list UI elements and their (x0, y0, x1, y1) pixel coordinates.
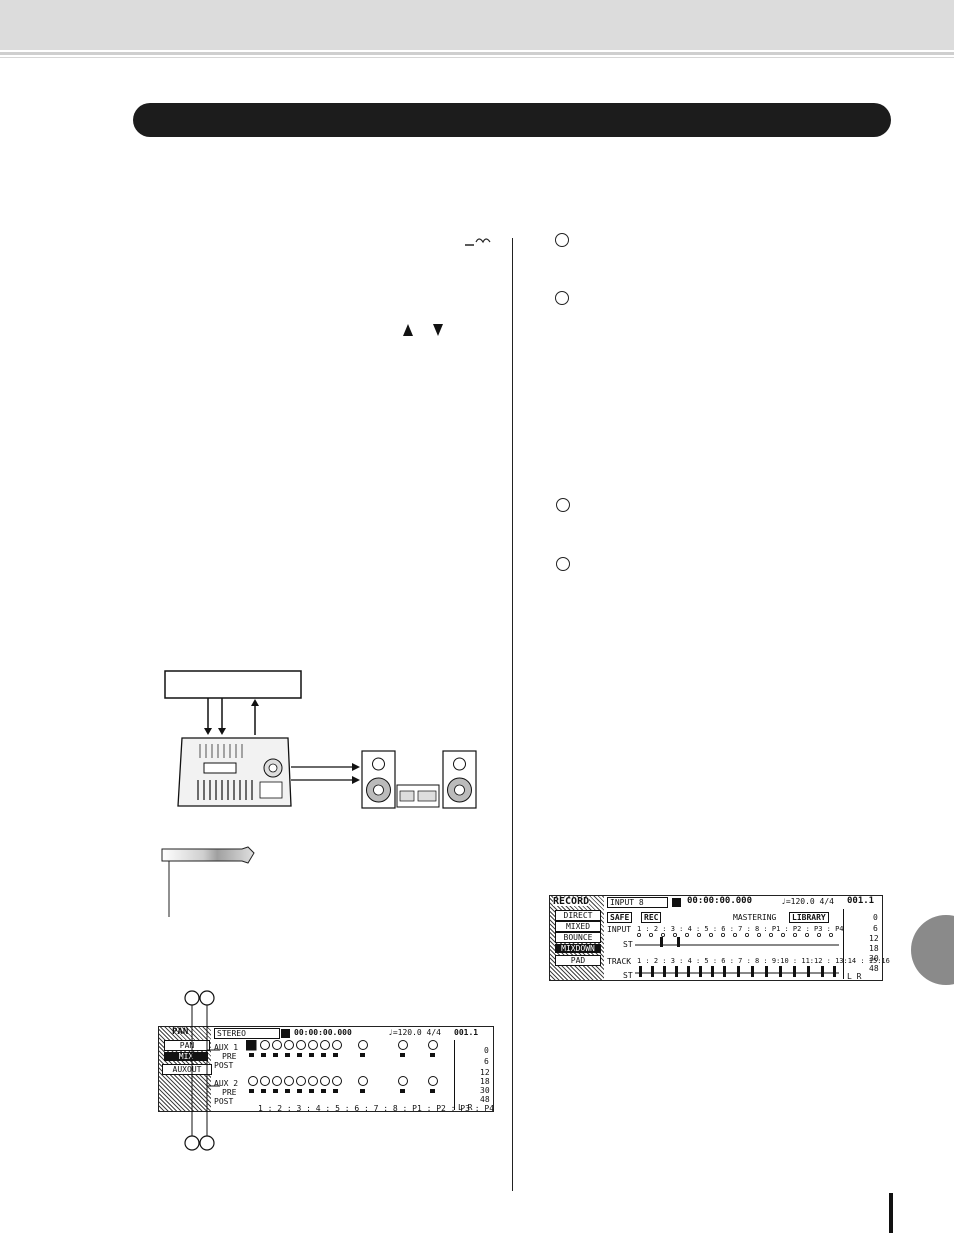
record-counter: 001.1 (847, 896, 875, 906)
record-input-st: ST (623, 940, 633, 949)
up-triangle-icon (403, 324, 413, 336)
step-circle-4 (556, 557, 570, 571)
pan-menu-pan[interactable]: PAN (164, 1040, 210, 1051)
record-screen-title: RECORD (553, 896, 590, 907)
recorder-unit (177, 737, 292, 807)
pan-aux1-pre: PRE (222, 1052, 237, 1061)
record-input-row-label: INPUT (607, 925, 632, 934)
record-tempo: ♩=120.0 4/4 (781, 897, 834, 906)
pan-aux2-post: POST (214, 1097, 234, 1106)
external-device-box (164, 670, 302, 699)
record-meter-30: 30 (869, 954, 879, 963)
pan-time: 00:00:00.000 (294, 1028, 352, 1037)
step-circle-3 (556, 498, 570, 512)
pan-meter-6: 6 (484, 1057, 489, 1066)
column-divider (512, 238, 513, 1191)
header-rule (0, 52, 954, 55)
mastering-label: MASTERING (733, 913, 777, 922)
record-track-st: ST (623, 971, 633, 980)
record-meter-48: 48 (869, 964, 879, 973)
lock-icon (281, 1029, 290, 1038)
pan-counter: 001.1 (454, 1028, 479, 1037)
pan-menu-auxout[interactable]: AUXOUT (162, 1064, 212, 1075)
record-menu-bounce[interactable]: BOUNCE (555, 932, 601, 943)
record-menu-mixed[interactable]: MIXED (555, 921, 601, 932)
pan-aux2-label: AUX 2 (214, 1079, 239, 1088)
record-menu-direct[interactable]: DIRECT (555, 910, 601, 921)
record-meter-6: 6 (873, 924, 878, 933)
pan-channel-labels: 1 : 2 : 3 : 4 : 5 : 6 : 7 : 8 : P1 : P2 … (258, 1104, 495, 1113)
section-title-bar (133, 103, 891, 137)
pan-aux2-pre: PRE (222, 1088, 237, 1097)
chapter-tab (911, 915, 954, 985)
record-menu-mixdown[interactable]: MIXDOWN (555, 944, 601, 953)
step-circle-1 (555, 233, 569, 247)
pan-knobs[interactable] (246, 1040, 446, 1106)
pan-callouts (184, 990, 220, 1151)
pan-meter-12: 12 (480, 1068, 490, 1077)
pan-meter-lr: L R (458, 1103, 473, 1112)
record-menu-pad[interactable]: PAD (555, 955, 601, 966)
record-screen: RECORD DIRECT MIXED BOUNCE MIXDOWN PAD I… (549, 895, 890, 981)
record-meter-0: 0 (873, 913, 878, 922)
speaker-right (442, 750, 477, 809)
pan-meter-0: 0 (484, 1046, 489, 1055)
record-meter-lr: L R (847, 972, 862, 981)
stereo-amplifier (396, 784, 440, 808)
down-triangle-icon (433, 324, 443, 336)
page-edge-bar (889, 1193, 893, 1233)
record-input-switches[interactable] (635, 932, 841, 950)
lock-icon (672, 898, 681, 907)
pan-meter-48: 48 (480, 1095, 490, 1104)
jog-dial-icon (465, 238, 491, 246)
safe-button[interactable]: SAFE (607, 912, 633, 923)
pan-meter-18: 18 (480, 1077, 490, 1086)
record-track-switches[interactable] (635, 965, 841, 979)
pan-aux1-label: AUX 1 (214, 1043, 239, 1052)
rec-button[interactable]: REC (641, 912, 662, 923)
pan-aux1-post: POST (214, 1061, 234, 1070)
pan-screen-title: PAN (172, 1027, 189, 1037)
library-button[interactable]: LIBRARY (789, 912, 829, 923)
record-input-channels: 1 : 2 : 3 : 4 : 5 : 6 : 7 : 8 : P1 : P2 … (637, 925, 844, 933)
record-track-row-label: TRACK (607, 957, 632, 966)
pan-meter-30: 30 (480, 1086, 490, 1095)
header-band (0, 0, 954, 50)
header-rule-thin (0, 57, 954, 58)
connection-diagram (164, 670, 477, 809)
pan-stereo-label: STEREO (214, 1028, 280, 1039)
note-scroll-icon (161, 846, 255, 917)
pan-tempo: ♩=120.0 4/4 (388, 1028, 441, 1037)
pan-menu-mix[interactable]: MIX (164, 1052, 208, 1061)
step-circle-2 (555, 291, 569, 305)
record-meter-18: 18 (869, 944, 879, 953)
record-track-channels: 1 : 2 : 3 : 4 : 5 : 6 : 7 : 8 : 9:10 : 1… (637, 957, 890, 965)
record-meter-12: 12 (869, 934, 879, 943)
record-time: 00:00:00.000 (687, 896, 753, 906)
record-input-label: INPUT 8 (607, 897, 668, 908)
pan-screen: PAN PAN MIX AUXOUT STEREO 00:00:00.000 ♩… (158, 1026, 495, 1113)
speaker-left (361, 750, 396, 809)
